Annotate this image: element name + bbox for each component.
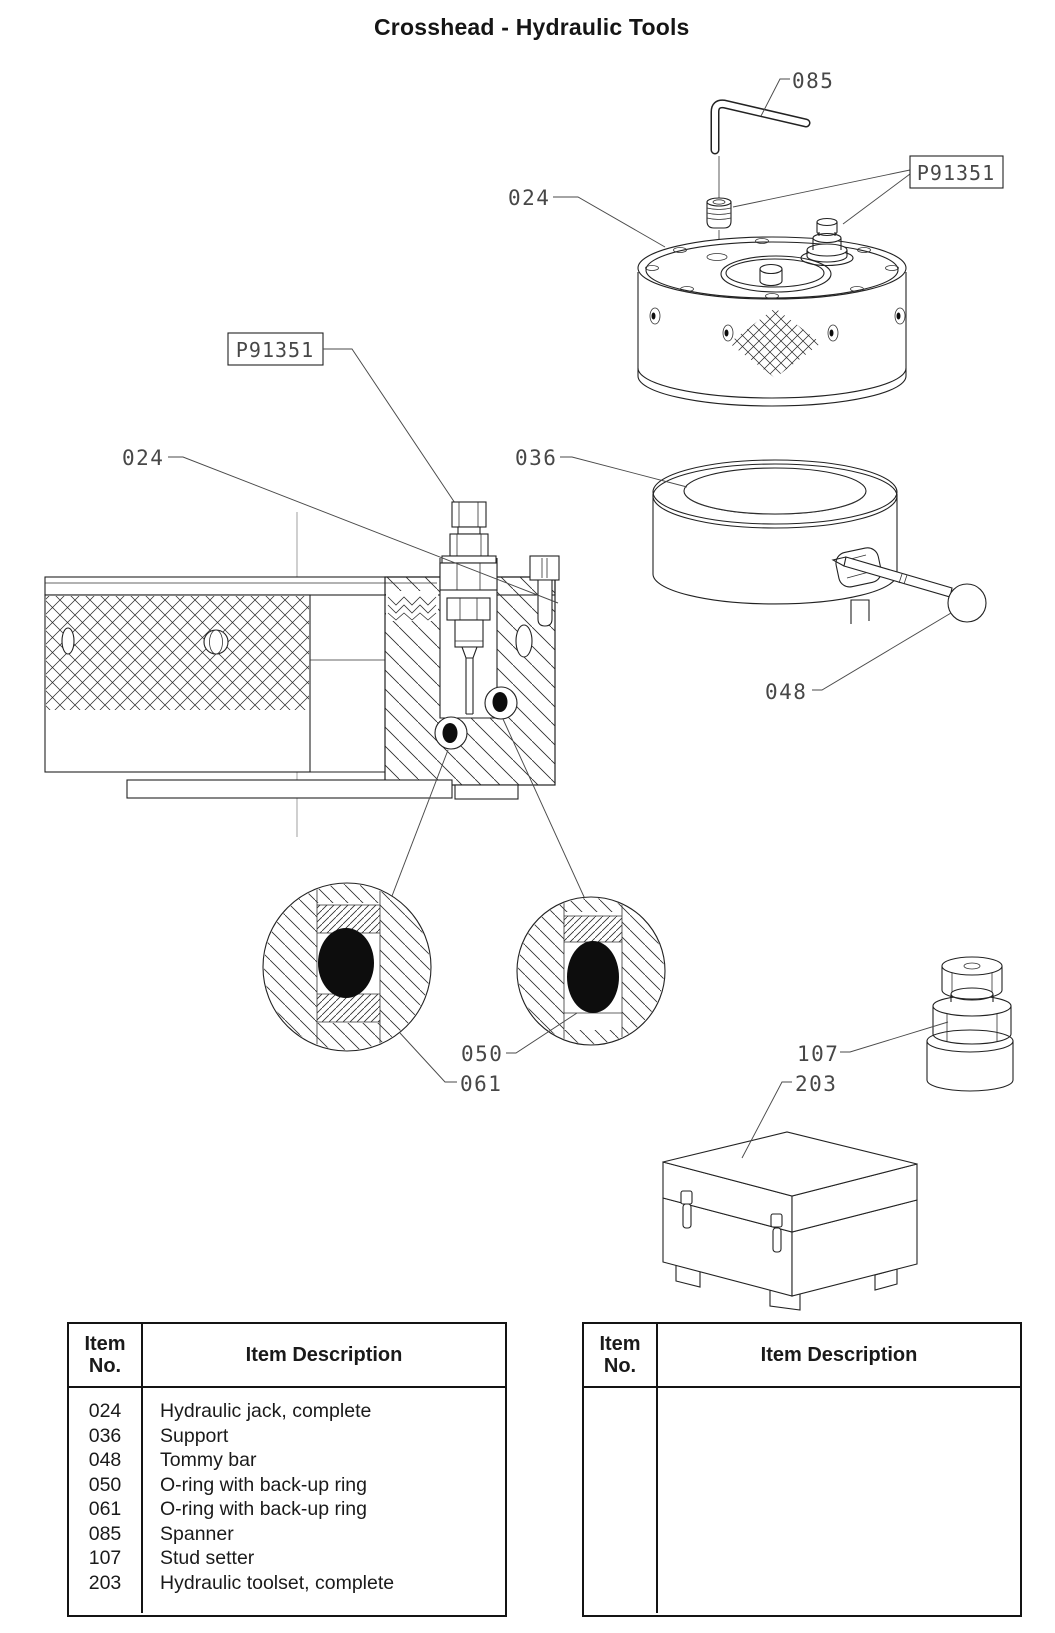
grub-screw (706, 197, 732, 229)
part-number-box-top: P91351 (732, 155, 1004, 225)
oring-gland-upper (484, 686, 518, 720)
item-no: 050 (88, 1473, 122, 1496)
item-no: 203 (88, 1571, 122, 1594)
side-holes (649, 307, 906, 342)
retaining-bolt (529, 555, 560, 627)
label-024-section: 024 (122, 446, 164, 470)
label-024-jack: 024 (508, 186, 550, 210)
spring (387, 596, 437, 621)
item-no: 085 (88, 1522, 122, 1545)
tommy-bar-drawing (831, 556, 987, 623)
item-no: 048 (88, 1449, 122, 1471)
item-description-header: Item Description (245, 1343, 403, 1366)
toolbox-drawing (662, 1131, 918, 1311)
item-description: Tommy bar (160, 1449, 257, 1471)
parts-table-header: Item No. Item Description (69, 1324, 505, 1388)
item-no-header: Item No. (584, 1324, 658, 1386)
part-number-box-section: P91351 (227, 332, 472, 528)
item-no-header-line2: No. (88, 1355, 122, 1377)
callout-048: 048 (765, 612, 952, 704)
item-description-column (658, 1388, 1020, 1613)
detail-circle-061 (262, 882, 432, 1052)
label-p91351-top: P91351 (917, 161, 995, 185)
item-description-column: Hydraulic jack, complete Support Tommy b… (143, 1388, 505, 1613)
valve-assembly (439, 501, 498, 715)
label-085: 085 (792, 69, 834, 93)
item-no: 061 (88, 1498, 122, 1520)
item-description-header: Item Description (760, 1343, 918, 1366)
label-036: 036 (515, 446, 557, 470)
item-description: Stud setter (160, 1547, 255, 1569)
callout-050: 050 (461, 1012, 578, 1066)
item-description: O-ring with back-up ring (160, 1498, 367, 1520)
item-no-column (584, 1388, 658, 1613)
item-no-column: 024 036 048 050 061 085 107 203 (69, 1388, 143, 1613)
empty-table-body (584, 1388, 1020, 1613)
empty-table-header: Item No. Item Description (584, 1324, 1020, 1388)
label-203: 203 (795, 1072, 837, 1096)
callout-024-section: 024 (122, 446, 559, 604)
label-061: 061 (460, 1072, 502, 1096)
item-no-header-line2: No. (603, 1355, 637, 1377)
support-ring-drawing (652, 459, 898, 624)
detail-circle-050 (516, 896, 666, 1046)
callout-024-jack: 024 (508, 186, 666, 248)
item-description: Support (160, 1424, 229, 1447)
item-no: 024 (88, 1400, 122, 1422)
latch-left (680, 1190, 693, 1229)
label-107: 107 (797, 1042, 839, 1066)
item-description: O-ring with back-up ring (160, 1473, 367, 1496)
page-title: Crosshead - Hydraulic Tools (374, 14, 690, 40)
parts-table-body: 024 036 048 050 061 085 107 203 Hydrauli… (69, 1388, 505, 1613)
item-no-header: Item No. (69, 1324, 143, 1386)
item-no-header-line1: Item (599, 1332, 641, 1355)
item-no-header-line1: Item (84, 1332, 126, 1355)
stud-setter-drawing (926, 956, 1014, 1092)
item-no: 036 (88, 1424, 122, 1447)
callout-036: 036 (515, 446, 688, 488)
hydraulic-jack-drawing (637, 217, 907, 407)
label-p91351-section: P91351 (236, 338, 314, 362)
label-048: 048 (765, 680, 807, 704)
item-description: Hydraulic jack, complete (160, 1400, 372, 1422)
nipple-fitting (800, 217, 854, 267)
callout-061: 061 (399, 1032, 502, 1096)
bolt-holes (645, 238, 899, 299)
oring-gland-lower (434, 716, 468, 750)
parts-table: Item No. Item Description 024 036 048 05… (67, 1322, 507, 1617)
item-description: Spanner (160, 1522, 234, 1545)
crosshead-section-drawing (44, 501, 586, 900)
callout-107: 107 (797, 1021, 949, 1066)
empty-parts-table: Item No. Item Description (582, 1322, 1022, 1617)
crosshead-hatch (46, 596, 309, 710)
callout-085: 085 (760, 69, 834, 117)
piston-top (759, 263, 783, 287)
callout-203: 203 (741, 1072, 837, 1159)
item-no: 107 (88, 1547, 122, 1569)
latch-right (770, 1213, 783, 1253)
label-050: 050 (461, 1042, 503, 1066)
item-description: Hydraulic toolset, complete (160, 1571, 395, 1594)
